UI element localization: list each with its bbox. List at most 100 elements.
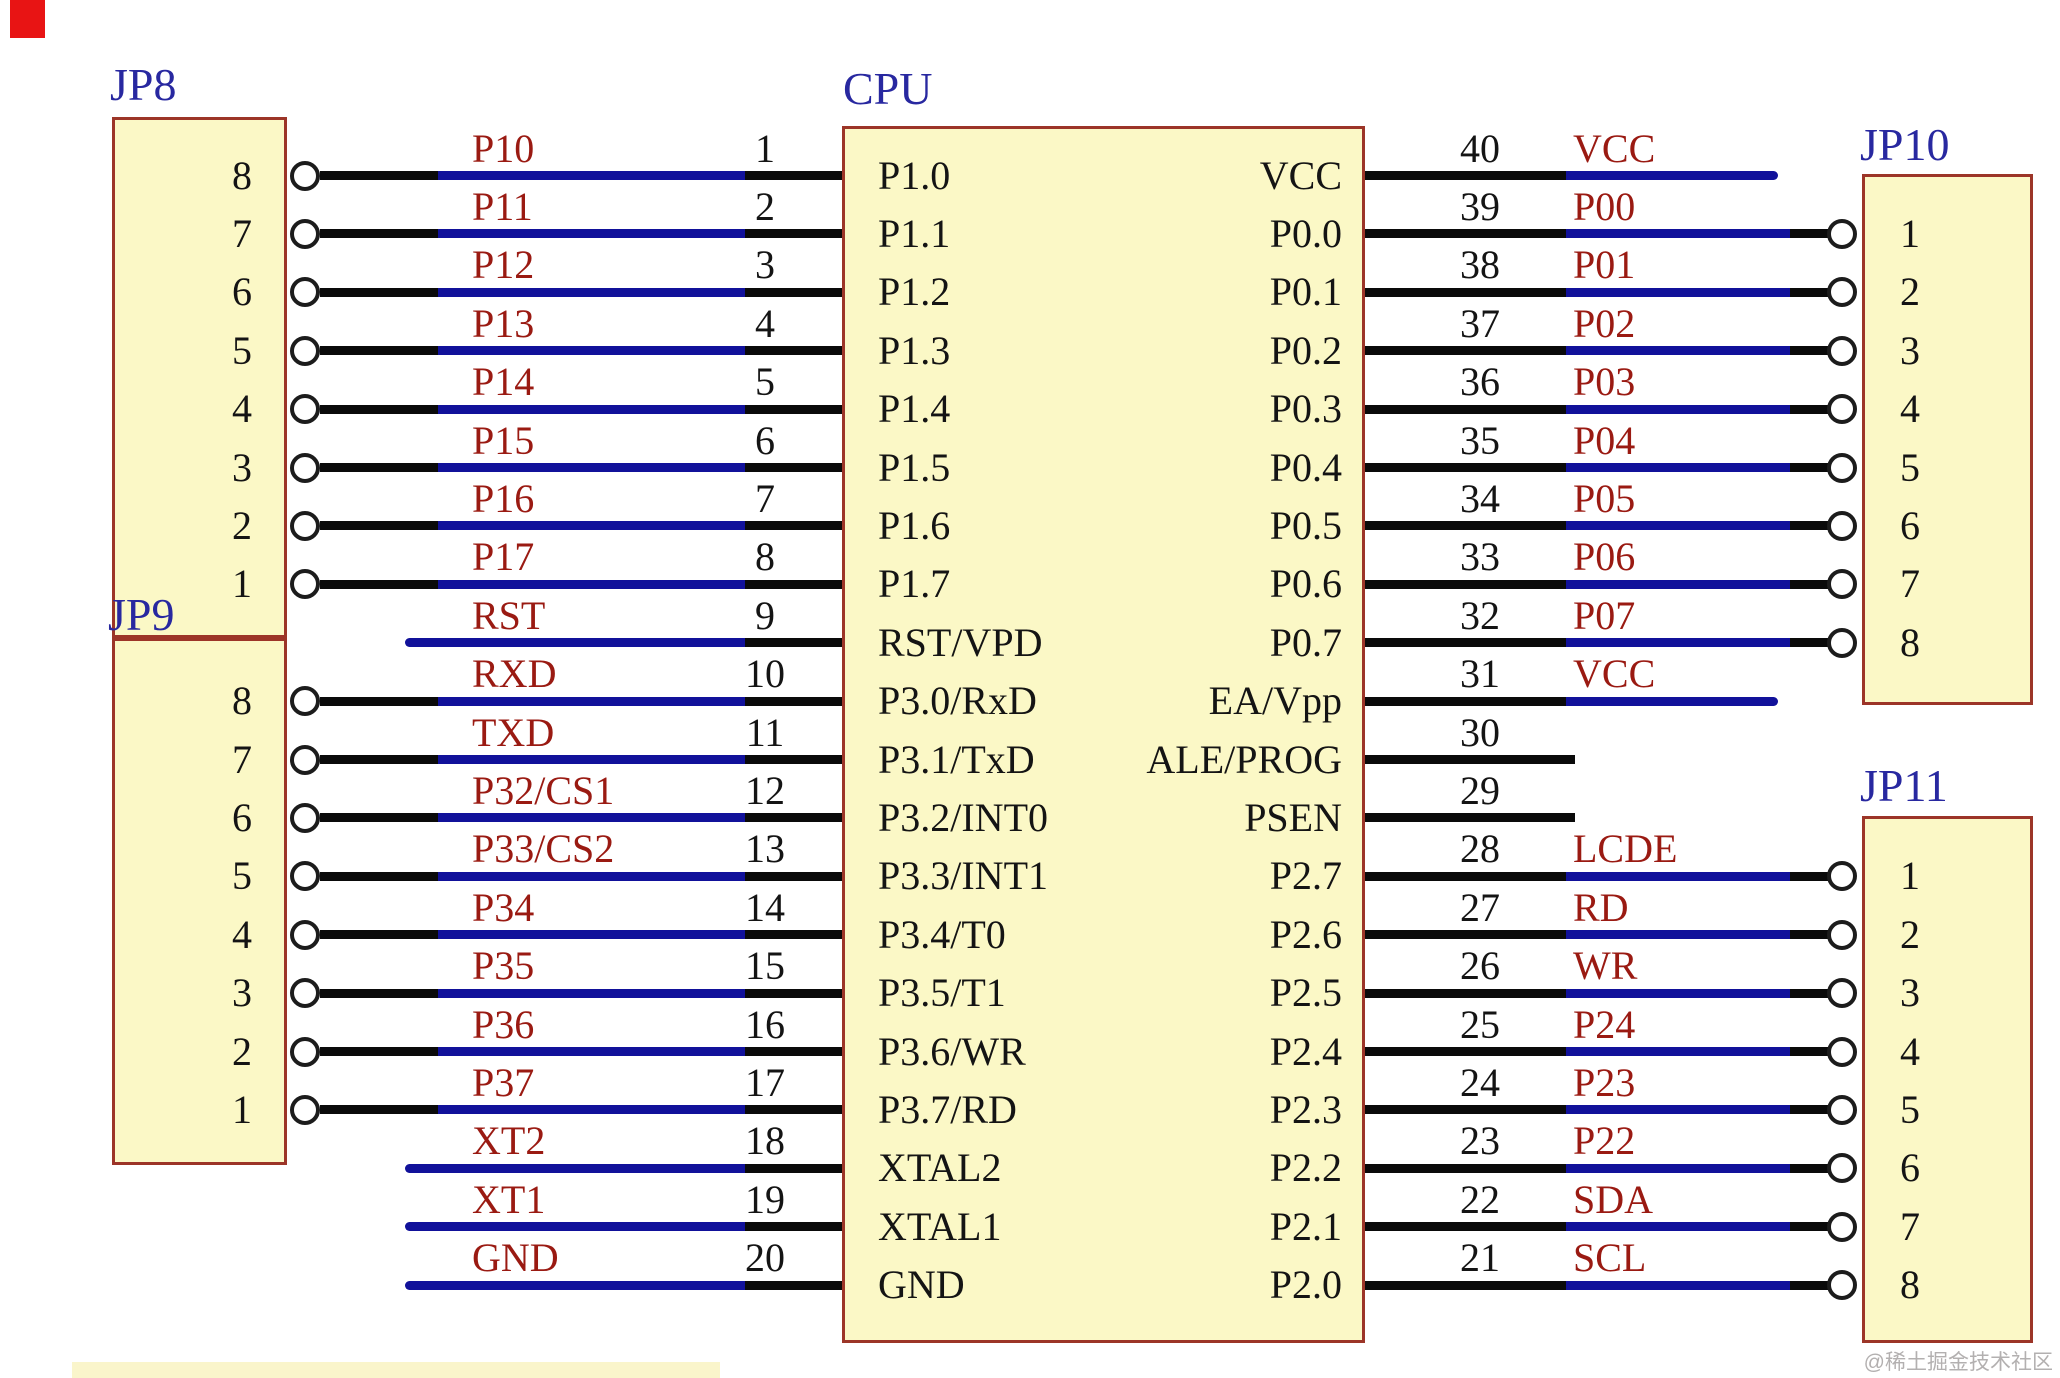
wire-segment	[1790, 638, 1828, 648]
header-pin-number: 6	[232, 794, 252, 840]
wire-segment	[320, 171, 442, 180]
pin-number-label: 35	[1460, 417, 1500, 463]
header-pin-number: 7	[232, 736, 252, 782]
wire-segment	[405, 1280, 748, 1290]
wire-segment	[1790, 988, 1828, 998]
cpu-pin-label: P3.3/INT1	[878, 853, 1048, 899]
header-pin-number: 1	[1900, 853, 1920, 899]
wire-segment	[438, 871, 748, 881]
pin-number-label: 11	[745, 709, 785, 755]
pin-circle	[1827, 452, 1857, 483]
pin-circle	[290, 394, 320, 425]
jp8-box	[112, 117, 287, 638]
wire-segment	[320, 1105, 442, 1115]
cpu-pin-label: P0.2	[1269, 327, 1342, 373]
wire-segment	[1566, 229, 1793, 239]
net-label: P14	[472, 359, 535, 405]
cpu-pin-label: P2.3	[1269, 1086, 1342, 1132]
wire-segment	[438, 521, 748, 531]
pin-number-label: 30	[1460, 709, 1500, 755]
wire-segment	[1365, 579, 1570, 589]
net-label: RD	[1573, 884, 1629, 930]
wire-segment	[1790, 287, 1828, 297]
header-pin-number: 4	[1900, 1028, 1920, 1074]
header-pin-number: 8	[232, 678, 252, 724]
net-label: P05	[1573, 475, 1636, 521]
wire-segment	[1790, 404, 1828, 414]
header-pin-number: 7	[1900, 1203, 1920, 1249]
wire-segment	[1790, 346, 1828, 356]
wire-segment	[1365, 463, 1570, 472]
wire-segment	[1365, 404, 1570, 414]
jp10-box	[1862, 174, 2033, 705]
pin-circle	[1827, 919, 1857, 950]
net-label: SDA	[1573, 1176, 1654, 1222]
wire-segment	[320, 579, 442, 589]
net-label: P07	[1573, 592, 1636, 638]
cpu-pin-label: VCC	[1259, 152, 1342, 198]
wire-segment	[438, 930, 748, 940]
wire-segment	[745, 988, 842, 998]
wire-segment	[1365, 346, 1570, 356]
wire-segment	[438, 1047, 748, 1056]
cpu-pin-label: P2.5	[1269, 970, 1342, 1016]
header-pin-number: 6	[232, 269, 252, 315]
wire-segment	[1790, 1280, 1828, 1290]
cpu-pin-label: P2.4	[1269, 1028, 1342, 1074]
pin-number-label: 29	[1460, 767, 1500, 813]
net-label: P10	[472, 125, 535, 171]
cpu-pin-label: P3.2/INT0	[878, 794, 1048, 840]
wire-segment	[1790, 1047, 1828, 1056]
cpu-pin-label: P3.1/TxD	[878, 736, 1035, 782]
wire-segment	[1790, 1105, 1828, 1115]
cpu-pin-label: XTAL1	[878, 1203, 1002, 1249]
wire-segment	[745, 346, 842, 356]
wire-segment	[1790, 229, 1828, 239]
wire-segment	[438, 346, 748, 356]
wire-segment	[1790, 1222, 1828, 1232]
wire-segment	[320, 463, 442, 472]
wire-segment	[320, 696, 442, 706]
cpu-pin-label: P0.5	[1269, 502, 1342, 548]
net-label: VCC	[1573, 651, 1656, 697]
wire-segment	[438, 988, 748, 998]
net-label: P06	[1573, 534, 1636, 580]
wire-segment	[1365, 1280, 1570, 1290]
wire-segment	[745, 404, 842, 414]
cpu-pin-label: P2.7	[1269, 853, 1342, 899]
net-label: P24	[1573, 1001, 1636, 1047]
net-label: P04	[1573, 417, 1636, 463]
net-label: P17	[472, 534, 535, 580]
wire-segment	[1566, 871, 1793, 881]
pin-number-label: 9	[755, 592, 775, 638]
wire-segment	[745, 1047, 842, 1056]
wire-segment	[745, 579, 842, 589]
pin-number-label: 8	[755, 534, 775, 580]
wire-segment	[438, 229, 748, 239]
cpu-pin-label: P2.1	[1269, 1203, 1342, 1249]
pin-circle	[1827, 1270, 1857, 1301]
header-pin-number: 4	[1900, 386, 1920, 432]
pin-circle	[290, 277, 320, 308]
pin-circle	[1827, 1094, 1857, 1125]
pin-number-label: 2	[755, 183, 775, 229]
pin-number-label: 1	[755, 125, 775, 171]
cpu-pin-label: P1.3	[878, 327, 951, 373]
wire-segment	[320, 988, 442, 998]
wire-segment	[1566, 287, 1793, 297]
wire-segment	[1365, 1047, 1570, 1056]
pin-circle	[290, 452, 320, 483]
wire-segment	[1365, 171, 1570, 180]
header-pin-number: 6	[1900, 502, 1920, 548]
pin-number-label: 37	[1460, 300, 1500, 346]
pin-number-label: 25	[1460, 1001, 1500, 1047]
pin-number-label: 18	[745, 1118, 785, 1164]
cpu-title: CPU	[843, 63, 933, 114]
pin-number-label: 40	[1460, 125, 1500, 171]
wire-segment	[745, 696, 842, 706]
wire-segment	[1566, 579, 1793, 589]
wire-segment	[745, 1105, 842, 1115]
pin-number-label: 4	[755, 300, 775, 346]
wire-segment	[745, 521, 842, 531]
pin-circle	[290, 510, 320, 541]
